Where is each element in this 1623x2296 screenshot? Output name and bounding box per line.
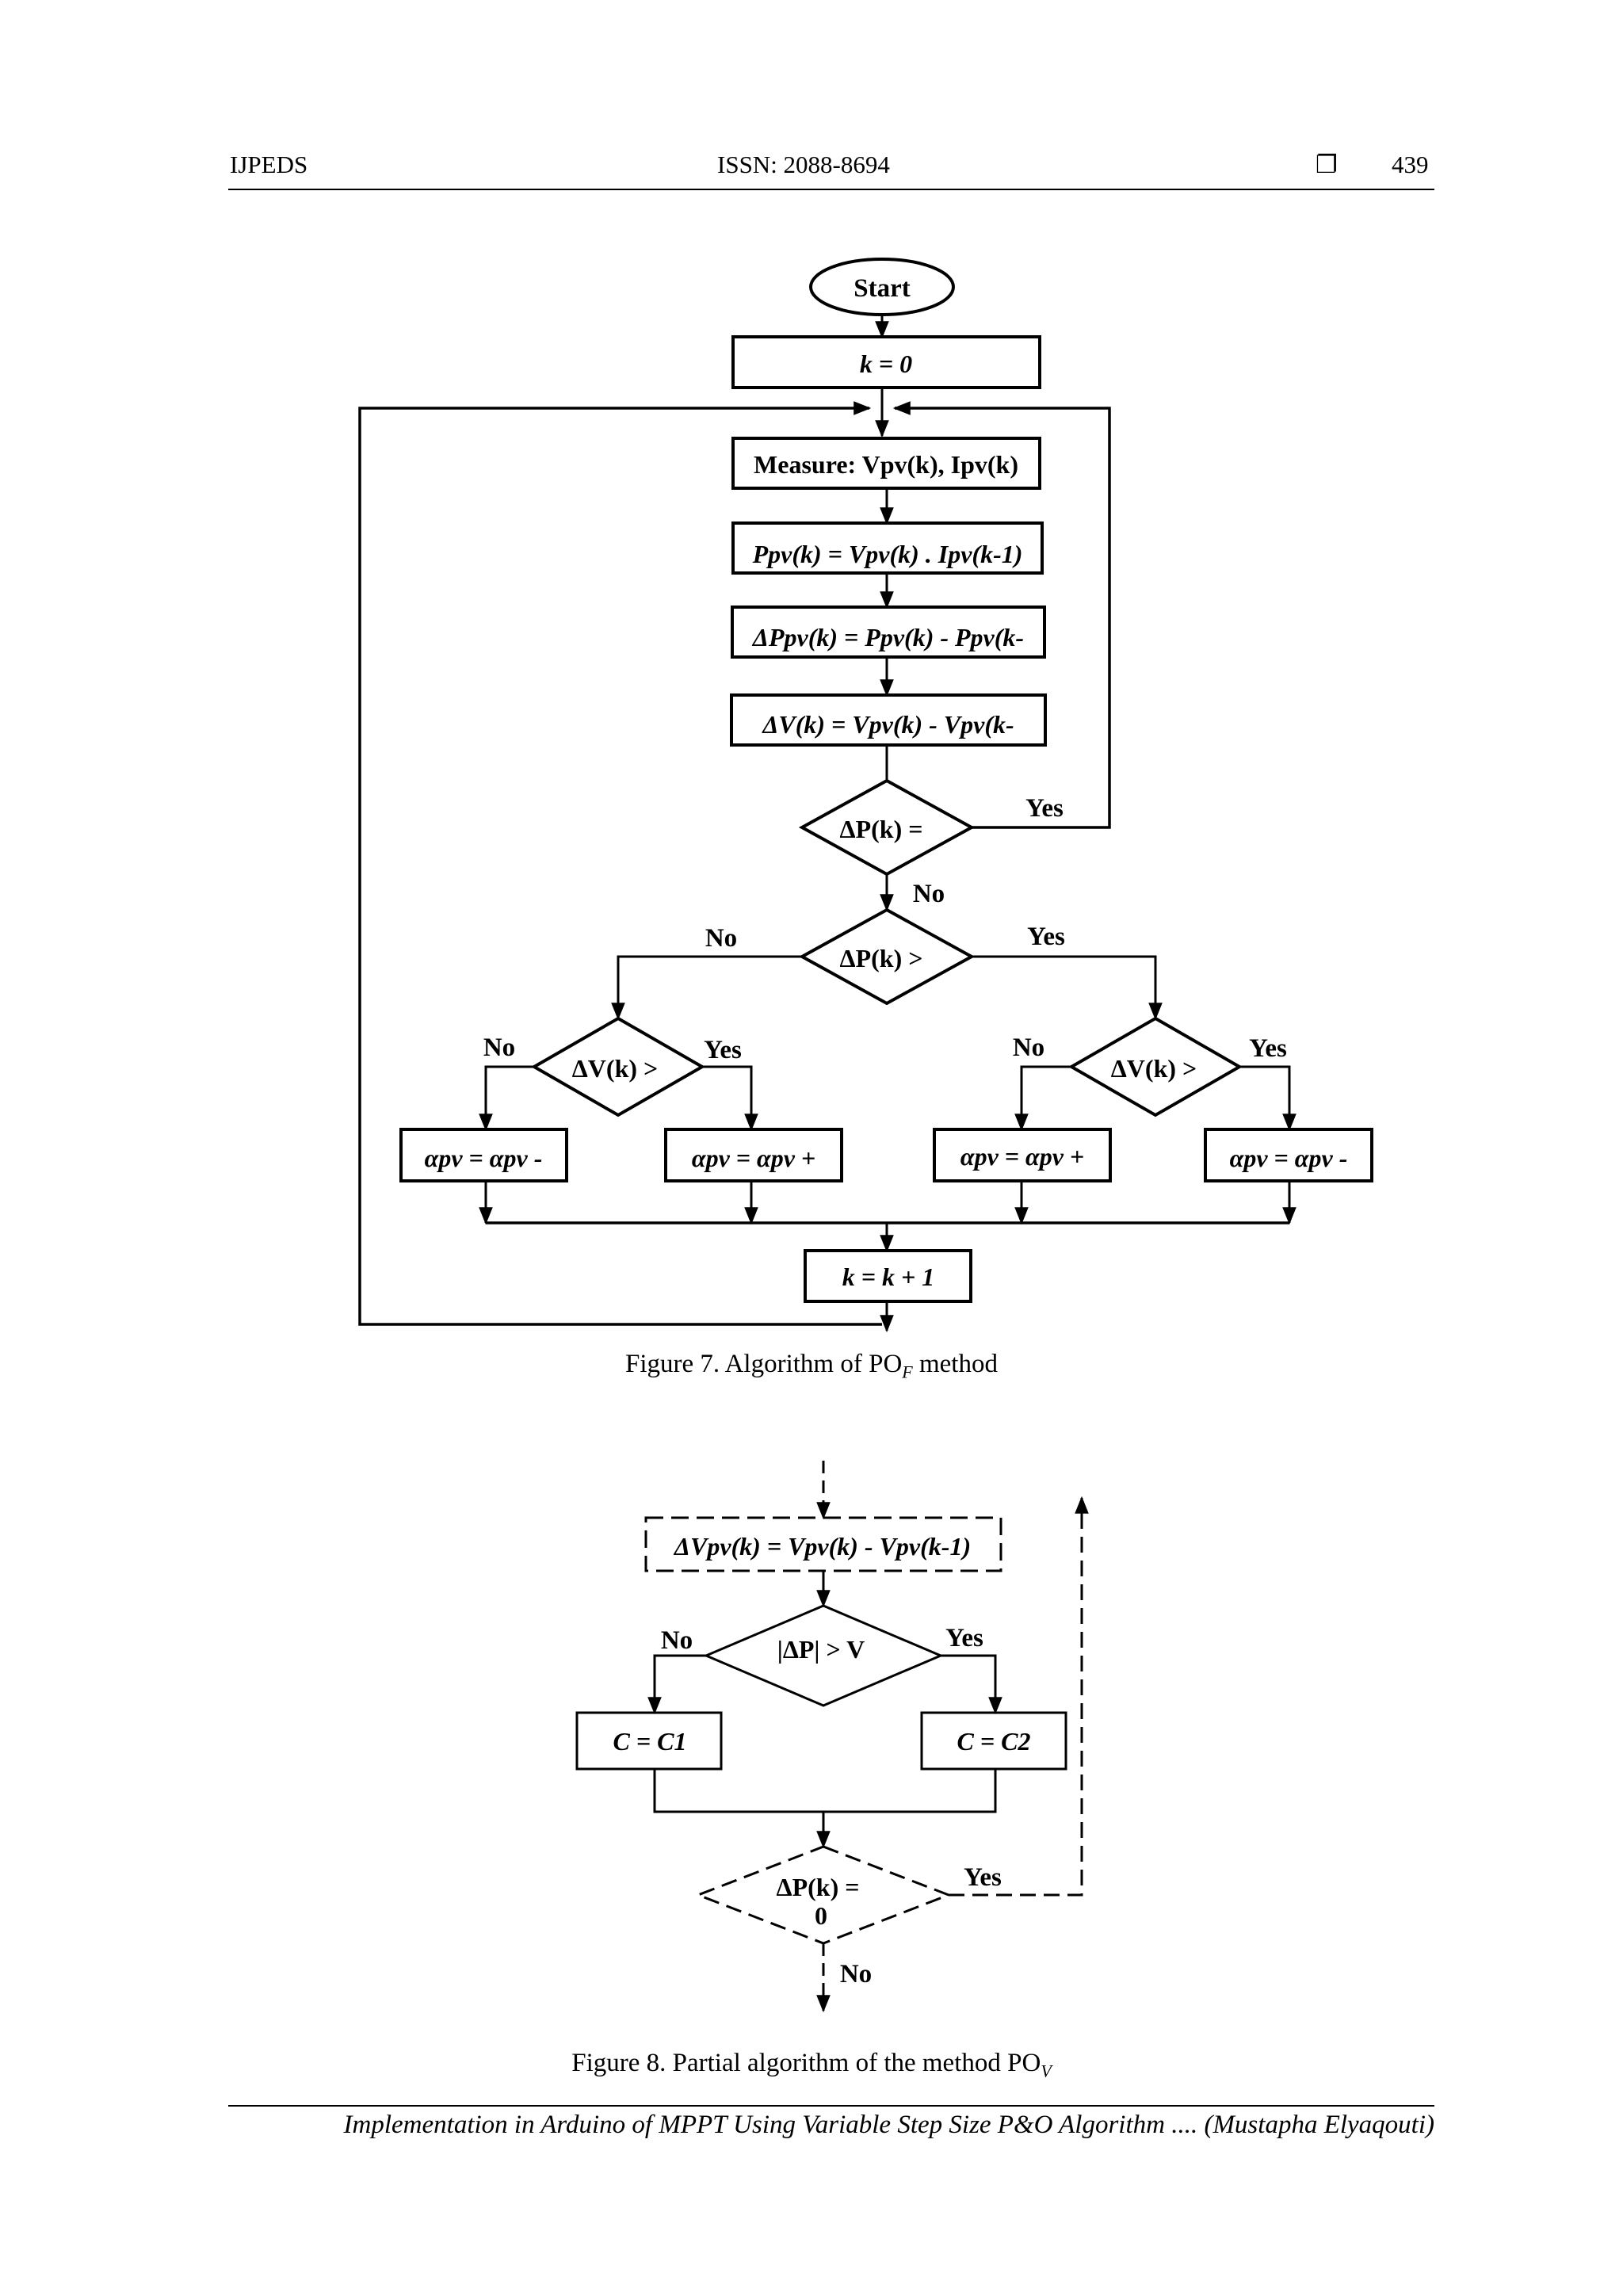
no-label-dp-positive: No [705,924,737,953]
figure-7-caption-tail: method [912,1350,998,1378]
figure-8-caption: Figure 8. Partial algorithm of the metho… [0,2049,1623,2082]
output-label-4: αpv = αpv - [1230,1144,1348,1172]
header-issn: ISSN: 2088-8694 [717,151,890,178]
f8-c1-box [575,1711,723,1771]
figure-7-caption-text: Figure 7. Algorithm of PO [625,1350,903,1378]
power-label: Ppv(k) = Vpv(k) . Ipv(k-1) [752,540,1023,568]
delta-p-box [731,606,1046,659]
f8-no-label-abs: No [661,1626,693,1655]
increment-label: k = k + 1 [842,1263,934,1291]
square-icon: ❐ [1316,151,1338,178]
output-box-2 [664,1128,843,1182]
measure-label: Measure: Vpv(k), Ipv(k) [754,450,1018,479]
output-box-1 [399,1128,568,1182]
footer-rule [228,2105,1434,2107]
decision-dv-left [530,1016,706,1117]
yes-label-dv-left: Yes [704,1036,742,1064]
f8-c1-label: C = C1 [613,1727,687,1755]
figure-8-labels: ΔVpv(k) = Vpv(k) - Vpv(k-1) |ΔP| > V C =… [613,1532,1031,1988]
init-box [731,335,1041,389]
start-label: Start [854,274,910,303]
no-label-dv-left: No [483,1033,515,1062]
header-page-number: 439 [1392,151,1429,178]
decision-dv-left-label: ΔV(k) > [572,1054,659,1083]
header-rule [228,189,1434,190]
output-label-2: αpv = αpv + [692,1144,815,1172]
figure-7-caption: Figure 7. Algorithm of POF method [0,1350,1623,1383]
f8-no-label-dp-zero: No [840,1960,872,1988]
yes-label-dv-right: Yes [1249,1034,1287,1063]
init-label: k = 0 [860,350,912,378]
output-label-1: αpv = αpv - [425,1144,543,1172]
delta-v-box [730,693,1047,747]
no-label-dp-zero: No [913,880,945,908]
figure-8-flowchart [575,1461,1089,2013]
decision-dp-positive [798,907,976,1006]
figure-7-caption-subscript: F [902,1362,913,1382]
f8-delta-v-label: ΔVpv(k) = Vpv(k) - Vpv(k-1) [673,1532,971,1561]
figure-7-flowchart [358,258,1373,1333]
decision-dp-positive-label: ΔP(k) > [840,944,923,972]
output-label-3: αpv = αpv + [960,1142,1084,1171]
figure-8-caption-subscript: V [1041,2061,1052,2081]
f8-decision-abs-label: |ΔP| > V [777,1635,865,1664]
delta-p-label: ΔPpv(k) = Ppv(k) - Ppv(k- [751,623,1024,651]
decision-dp-zero-label: ΔP(k) = [840,815,923,843]
figure-7-labels: Start k = 0 Measure: Vpv(k), Ipv(k) Ppv(… [425,274,1348,1291]
f8-yes-label-dp-zero: Yes [964,1863,1002,1892]
header-journal: IJPEDS [230,151,308,178]
f8-c2-box [920,1711,1067,1771]
f8-yes-label-abs: Yes [945,1624,983,1652]
f8-decision-abs [703,1604,944,1707]
no-label-dv-right: No [1013,1033,1044,1062]
yes-label-dp-positive: Yes [1027,923,1065,951]
f8-decision-dp-zero-label-2: 0 [815,1901,827,1930]
footer-running-title: Implementation in Arduino of MPPT Using … [343,2111,1434,2139]
delta-v-label: ΔV(k) = Vpv(k) - Vpv(k- [761,710,1014,739]
decision-dv-right [1067,1016,1243,1117]
f8-decision-dp-zero-label: ΔP(k) = [777,1873,860,1901]
yes-label-dp-zero: Yes [1025,794,1064,823]
decision-dv-right-label: ΔV(k) > [1111,1054,1197,1083]
f8-c2-label: C = C2 [957,1727,1031,1755]
figure-8-caption-text: Figure 8. Partial algorithm of the metho… [571,2049,1041,2077]
